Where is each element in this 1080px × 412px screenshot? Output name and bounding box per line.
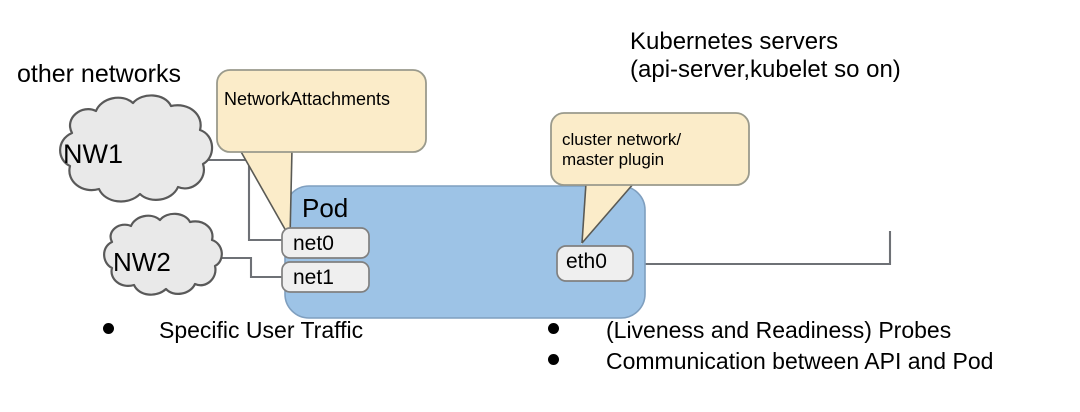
callout-cluster-network-label: cluster network/master plugin: [562, 130, 681, 170]
bullet-label: Communication between API and Pod: [606, 348, 994, 374]
connector-nw1-to-net0: [207, 158, 283, 242]
interface-label-eth0: eth0: [566, 250, 607, 273]
bullet-list-right: (Liveness and Readiness) Probes Communic…: [548, 317, 993, 379]
bullet-label: Specific User Traffic: [159, 317, 364, 343]
interface-box-net0[interactable]: [281, 227, 370, 259]
kubernetes-servers-line1: Kubernetes servers: [630, 28, 839, 55]
list-item: Specific User Traffic: [103, 317, 363, 344]
pod-label: Pod: [302, 193, 349, 223]
bullet-label: (Liveness and Readiness) Probes: [606, 317, 952, 343]
bullet-dot-icon: [103, 323, 114, 334]
list-item: Communication between API and Pod: [548, 348, 993, 375]
callout-cluster-network-bubble: [550, 112, 750, 186]
cloud-nw1-label: NW1: [63, 139, 123, 169]
callout-cluster-network-line2: master plugin: [562, 150, 665, 170]
connector-nw2-to-net1: [222, 256, 283, 279]
callout-cluster-network-line1: cluster network/: [562, 130, 682, 149]
other-networks-label: other networks: [17, 60, 181, 88]
interface-label-net0: net0: [293, 232, 334, 255]
interface-label-net1: net1: [293, 266, 334, 289]
bullet-dot-icon: [548, 323, 559, 334]
cloud-nw2: [103, 212, 223, 296]
connector-eth0-to-k8s-servers: [633, 231, 892, 266]
list-item: (Liveness and Readiness) Probes: [548, 317, 993, 344]
kubernetes-servers-line2: (api-server,kubelet so on): [630, 56, 901, 84]
bullet-dot-icon: [548, 354, 559, 365]
callout-network-attachments-label: NetworkAttachments: [224, 89, 391, 109]
kubernetes-servers-label: Kubernetes servers(api-server,kubelet so…: [630, 28, 901, 85]
callout-network-attachments-bubble: [216, 69, 427, 153]
interface-box-eth0[interactable]: [556, 245, 634, 282]
cloud-nw1: [59, 94, 214, 203]
interface-box-net1[interactable]: [281, 261, 370, 293]
cloud-nw2-label: NW2: [113, 247, 171, 277]
bullet-list-left: Specific User Traffic: [103, 317, 363, 348]
callout-network-attachments-tail: [239, 148, 293, 240]
